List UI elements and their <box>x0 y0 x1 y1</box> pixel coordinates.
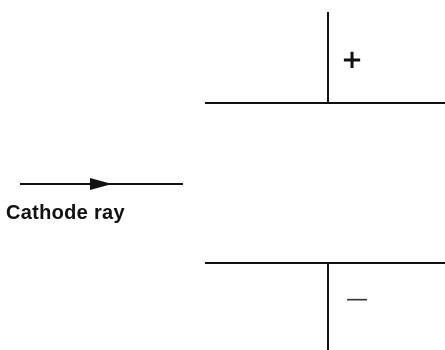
cathode-ray-label: Cathode ray <box>6 202 125 224</box>
negative-sign: — <box>346 287 368 312</box>
positive-sign: + <box>341 45 363 75</box>
cathode-ray-arrow-head <box>90 178 112 190</box>
